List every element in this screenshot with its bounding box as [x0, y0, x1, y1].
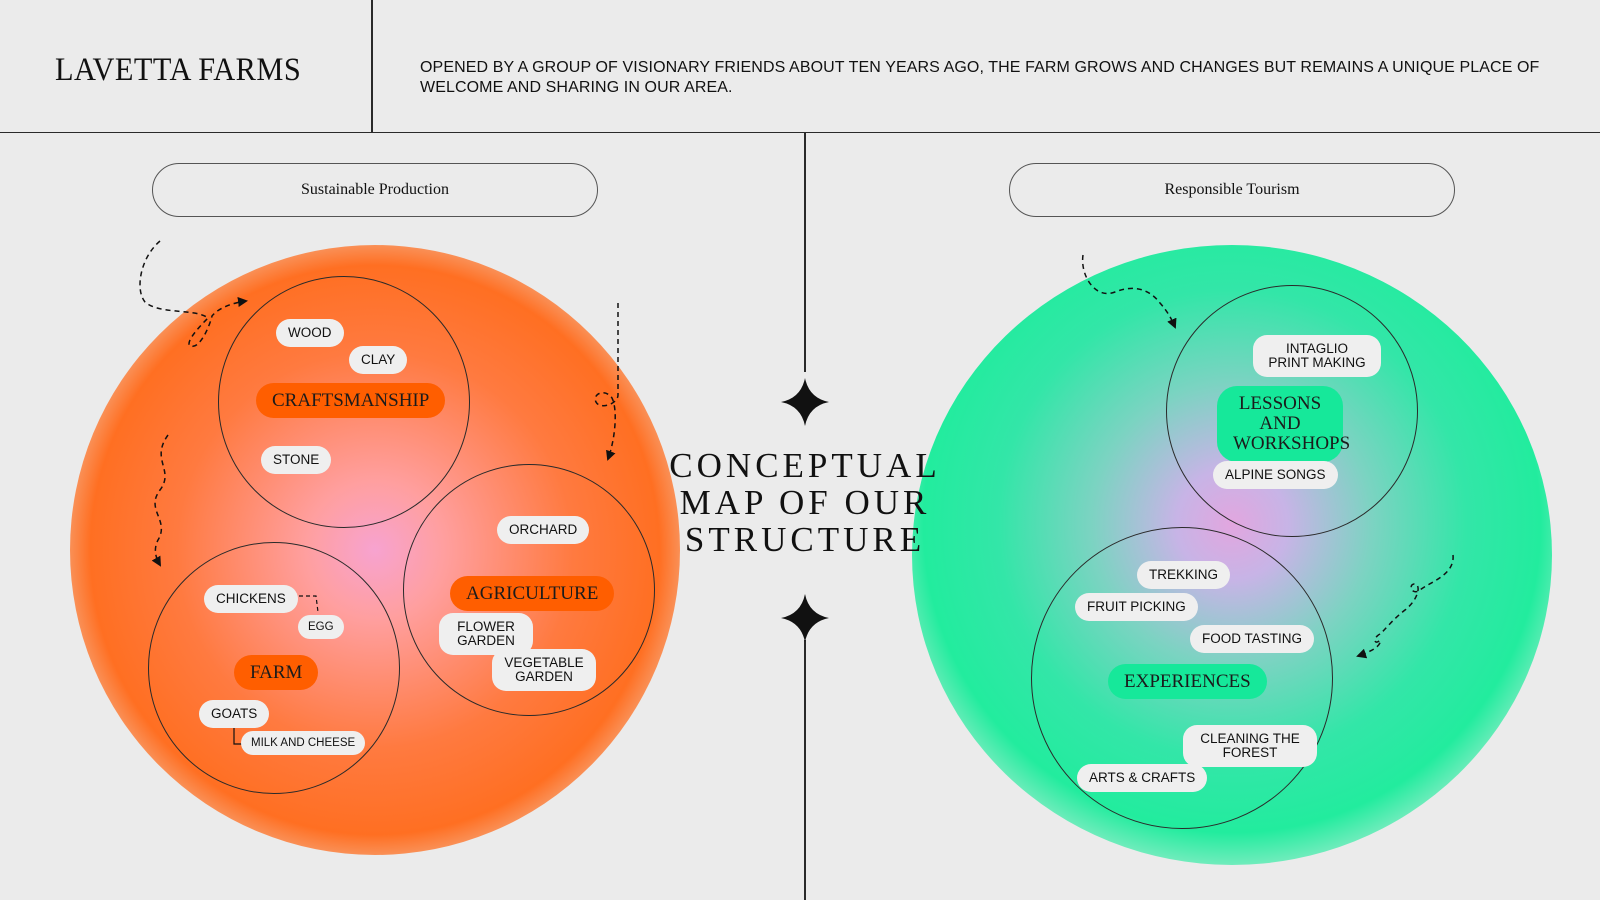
dashed-arrow-right: [1356, 554, 1454, 659]
tag-alpine-songs: ALPINE SONGS: [1213, 461, 1338, 489]
category-craftsmanship: CRAFTSMANSHIP: [256, 383, 446, 418]
header: LAVETTA FARMS OPENED BY A GROUP OF VISIO…: [0, 0, 1600, 133]
tag-flower-garden: FLOWER GARDEN: [439, 613, 533, 655]
title-line-3: STRUCTURE: [684, 520, 926, 559]
dashed-arrow-top-left: [139, 240, 248, 347]
brand-title: LAVETTA FARMS: [55, 52, 302, 88]
category-lessons-and-workshops: LESSONS AND WORKSHOPS: [1217, 386, 1350, 462]
tag-fruit-picking: FRUIT PICKING: [1075, 593, 1198, 621]
lessons-workshops-circle: [1166, 285, 1418, 537]
connector-chickens-egg: [292, 595, 319, 613]
tag-clay: CLAY: [349, 346, 408, 374]
section-label-responsible-tourism: Responsible Tourism: [1009, 163, 1455, 217]
center-divider-top: [804, 132, 806, 372]
tag-egg: EGG: [298, 615, 344, 639]
center-divider-bottom: [804, 640, 806, 900]
header-divider: [371, 0, 373, 132]
tag-wood: WOOD: [276, 319, 344, 347]
category-experiences: EXPERIENCES: [1108, 664, 1267, 699]
farm-circle: [148, 542, 400, 794]
tag-stone: STONE: [261, 446, 332, 474]
star-icon-top: [781, 378, 829, 426]
header-tagline: OPENED BY A GROUP OF VISIONARY FRIENDS A…: [420, 59, 1540, 96]
dashed-arrow-agriculture: [594, 303, 619, 461]
tag-food-tasting: FOOD TASTING: [1190, 625, 1315, 653]
category-farm: FARM: [234, 655, 319, 690]
title-line-2: MAP OF OUR: [679, 483, 931, 522]
tag-milk-and-cheese: MILK AND CHEESE: [241, 731, 366, 755]
tag-arts-and-crafts: ARTS & CRAFTS: [1077, 764, 1208, 792]
tag-vegetable-garden: VEGETABLE GARDEN: [492, 649, 596, 691]
dashed-arrow-left: [151, 434, 169, 567]
section-label-sustainable-production: Sustainable Production: [152, 163, 598, 217]
tag-orchard: ORCHARD: [497, 516, 590, 544]
tag-chickens: CHICKENS: [204, 585, 298, 613]
tag-cleaning-the-forest: CLEANING THE FOREST: [1183, 725, 1317, 767]
title-line-1: CONCEPTUAL: [669, 446, 941, 485]
agriculture-circle: [403, 464, 655, 716]
star-icon-bottom: [781, 594, 829, 642]
craftsmanship-circle: [218, 276, 470, 528]
dashed-arrow-top-right: [1081, 254, 1177, 329]
tag-trekking: TREKKING: [1137, 561, 1231, 589]
tag-intaglio-print-making: INTAGLIO PRINT MAKING: [1253, 335, 1381, 377]
category-agriculture: AGRICULTURE: [450, 576, 615, 611]
conceptual-map-title: CONCEPTUAL MAP OF OUR STRUCTURE: [665, 447, 945, 558]
tag-goats: GOATS: [199, 700, 270, 728]
experiences-circle: [1031, 527, 1333, 829]
